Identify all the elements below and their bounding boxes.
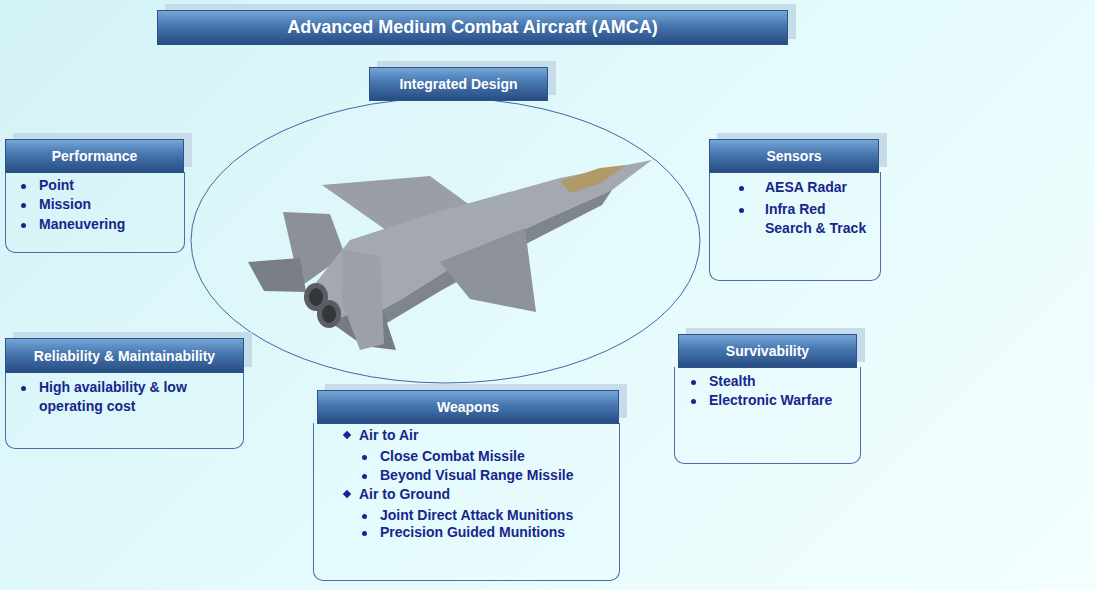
heading-band: Performance (5, 139, 184, 173)
ellipse-outline (190, 97, 701, 384)
bullet-text: Air to Air (359, 427, 418, 443)
bullet-item: Point (6, 176, 178, 195)
section-box: WeaponsAir to AirClose Combat MissileBey… (313, 390, 620, 581)
bullet-item: Precision Guided Munitions (314, 523, 613, 542)
section-box: SurvivabilityStealthElectronic Warfare (674, 334, 861, 464)
bullet-item: Electronic Warfare (675, 391, 854, 410)
engine-nozzle-inner (309, 288, 323, 306)
bullet-item: Stealth (675, 372, 854, 391)
bullet-text: Mission (39, 196, 91, 212)
heading-text: Performance (52, 148, 138, 164)
bullet-text: Precision Guided Munitions (380, 524, 565, 540)
bullet-item: Infra Red Search & Track (710, 200, 874, 238)
section-body: AESA RadarInfra Red Search & Track (709, 172, 881, 281)
bullet-text: Close Combat Missile (380, 448, 525, 464)
dot-bullet (739, 208, 744, 213)
heading-text: Survivability (726, 343, 809, 359)
bullet-text: Maneuvering (39, 216, 125, 232)
bullet-item: Air to Air (314, 426, 613, 445)
section-body: High availability & low operating cost (5, 372, 244, 449)
dot-bullet (21, 223, 26, 228)
dot-bullet (21, 203, 26, 208)
bullet-item: High availability & low operating cost (6, 378, 237, 416)
diamond-bullet (343, 490, 351, 498)
bullet-text: Stealth (709, 373, 756, 389)
bullet-text: AESA Radar (765, 179, 847, 195)
bullet-item: Mission (6, 195, 178, 214)
dot-bullet (362, 474, 367, 479)
lower-wing (440, 228, 536, 312)
bullet-text: Joint Direct Attack Munitions (380, 507, 573, 523)
bullet-text: Air to Ground (359, 486, 450, 502)
dot-bullet (691, 380, 696, 385)
engine-nozzle-inner (322, 305, 336, 323)
heading-band: Sensors (709, 139, 879, 173)
dot-bullet (691, 399, 696, 404)
section-body: PointMissionManeuvering (5, 172, 185, 253)
heading-band: Survivability (678, 334, 857, 368)
fuselage-underside (345, 190, 612, 330)
section-box: Reliability & MaintainabilityHigh availa… (5, 338, 244, 449)
bullet-text: Electronic Warfare (709, 392, 832, 408)
dot-bullet (21, 386, 26, 391)
title-banner: Advanced Medium Combat Aircraft (AMCA) (157, 10, 788, 45)
bullet-item: Air to Ground (314, 485, 613, 504)
ellipse-node: Integrated Design (190, 97, 701, 384)
left-stabilizer (248, 258, 306, 292)
title-text: Advanced Medium Combat Aircraft (AMCA) (287, 17, 657, 38)
bullet-text: Beyond Visual Range Missile (380, 467, 573, 483)
diamond-bullet (343, 431, 351, 439)
section-body: StealthElectronic Warfare (674, 367, 861, 464)
heading-text: Sensors (766, 148, 821, 164)
heading-band: Weapons (317, 390, 619, 424)
section-box: PerformancePointMissionManeuvering (5, 139, 185, 253)
heading-text: Reliability & Maintainability (34, 348, 215, 364)
bullet-item: Joint Direct Attack Munitions (314, 506, 613, 525)
bullet-text: Point (39, 177, 74, 193)
dot-bullet (739, 186, 744, 191)
dot-bullet (362, 514, 367, 519)
ellipse-outline-path (191, 98, 700, 383)
bullet-item: Maneuvering (6, 215, 178, 234)
heading-band: Integrated Design (369, 67, 548, 101)
section-body: Air to AirClose Combat MissileBeyond Vis… (313, 423, 620, 581)
bullet-text: Infra Red Search & Track (765, 201, 866, 236)
near-tail-fin (342, 250, 384, 350)
bullet-item: Beyond Visual Range Missile (314, 466, 613, 485)
heading-text: Weapons (437, 399, 499, 415)
heading-band: Reliability & Maintainability (5, 338, 244, 373)
canopy (560, 165, 626, 193)
dot-bullet (362, 455, 367, 460)
dot-bullet (21, 184, 26, 189)
bullet-text: High availability & low operating cost (39, 379, 187, 414)
engine-nozzle (317, 300, 341, 328)
section-box: SensorsAESA RadarInfra Red Search & Trac… (709, 139, 881, 281)
bullet-item: AESA Radar (710, 178, 874, 197)
heading-text: Integrated Design (399, 76, 517, 92)
dot-bullet (362, 531, 367, 536)
bullet-item: Close Combat Missile (314, 447, 613, 466)
